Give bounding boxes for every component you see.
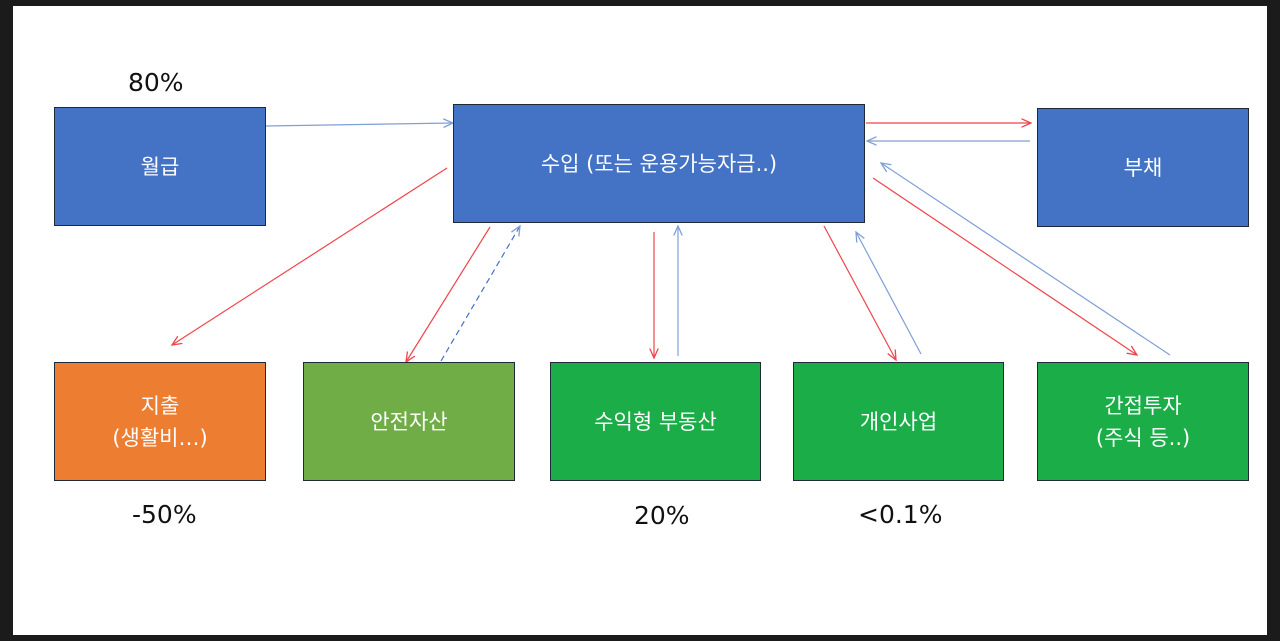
income-real-estate-box: 수익형 부동산	[550, 362, 761, 481]
safe-assets-box: 안전자산	[303, 362, 515, 481]
business-percentage: <0.1%	[858, 500, 943, 529]
indirect-investment-box: 간접투자 (주식 등..)	[1037, 362, 1249, 481]
salary-box: 월급	[54, 107, 266, 226]
arrow-safe-assets-to-income	[440, 226, 520, 362]
expense-box: 지출 (생활비…)	[54, 362, 266, 481]
arrow-investment-to-income	[881, 163, 1171, 356]
arrow-salary-to-income	[265, 123, 453, 126]
salary-percentage: 80%	[128, 68, 184, 97]
arrow-income-to-business	[823, 225, 896, 360]
personal-business-box: 개인사업	[793, 362, 1004, 481]
arrow-business-to-income	[856, 232, 922, 355]
arrow-income-to-safe-assets	[406, 226, 491, 362]
income-box: 수입 (또는 운용가능자금..)	[453, 104, 865, 223]
arrow-income-to-expense	[172, 167, 448, 345]
real-estate-percentage: 20%	[634, 501, 690, 530]
debt-box: 부채	[1037, 108, 1249, 227]
expense-percentage: -50%	[132, 500, 197, 529]
arrow-income-to-investment	[872, 177, 1137, 355]
